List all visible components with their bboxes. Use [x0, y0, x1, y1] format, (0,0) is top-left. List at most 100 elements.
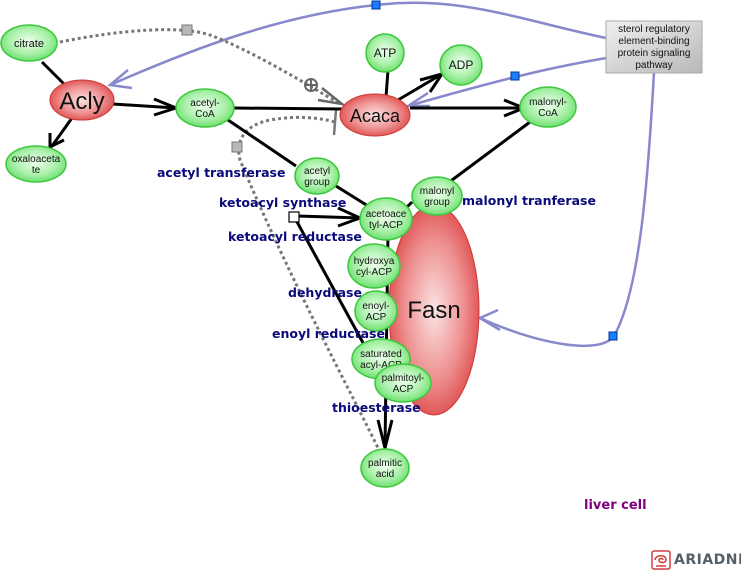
inhibition-bar [332, 109, 338, 136]
molecule-label: ATP [374, 46, 396, 60]
ariadne-logo: ARIADNE [651, 549, 741, 571]
molecule-label: cyl-ACP [356, 267, 392, 278]
molecule-shape [411, 176, 463, 216]
process-label-enoyl-reductase: enoyl reductase [272, 326, 385, 341]
process-label-thioesterase: thioesterase [332, 400, 421, 415]
pathway-box-line: pathway [635, 60, 672, 71]
edge-malonylcoa-malonylgroup[interactable] [443, 120, 531, 188]
pathway-box-line: element-binding [618, 36, 689, 47]
pathway-box-srebp[interactable]: sterol regulatory element-binding protei… [605, 20, 703, 74]
pathway-box-line: protein signaling [618, 48, 691, 59]
ariadne-logo-icon [651, 550, 671, 570]
molecule-label: malonyl- [529, 97, 567, 108]
regulation-edge-srebp-acaca[interactable] [407, 56, 607, 108]
molecule-palmitoyl-acp[interactable]: palmitoyl-ACP [374, 363, 432, 403]
molecule-label: malonyl [420, 186, 454, 197]
dotted-edges [59, 24, 385, 459]
arrowhead [48, 133, 65, 150]
molecule-adp[interactable]: ADP [439, 44, 483, 86]
edge-atp-acaca[interactable] [384, 69, 390, 98]
molecule-label: group [304, 177, 330, 188]
protein-acly[interactable] [49, 79, 115, 121]
molecule-shape [5, 145, 67, 183]
process-label-malonyl-tranferase: malonyl tranferase [462, 193, 596, 208]
pathway-box-line: sterol regulatory [618, 24, 690, 35]
molecule-label: hydroxya [354, 256, 395, 267]
molecule-label: palmitoyl- [382, 373, 425, 384]
control-point[interactable] [231, 141, 243, 153]
dotted-edge-palmitic-inhibition[interactable] [237, 115, 385, 459]
molecule-shape [359, 197, 413, 241]
molecule-label: acetyl- [190, 98, 219, 109]
molecule-label: acetoace [366, 209, 407, 220]
arrowhead-acaca [403, 91, 430, 108]
protein-acly-label: Acly [59, 88, 104, 115]
regulation-edges [107, 0, 656, 347]
molecule-shape [374, 363, 432, 403]
control-point[interactable] [510, 71, 520, 81]
molecule-shape [360, 448, 410, 488]
molecule-label: acetyl [304, 166, 330, 177]
molecule-label: ADP [449, 58, 474, 72]
molecule-shape [347, 243, 401, 289]
edge-acetylgroup-acetoacetyl[interactable] [335, 184, 369, 208]
molecule-shape [175, 88, 235, 128]
molecule-label: palmitic [368, 458, 402, 469]
edge-ketoacyl-synthase[interactable] [297, 214, 361, 220]
process-label-ketoacyl-reductase: ketoacyl reductase [228, 229, 362, 244]
control-point[interactable] [181, 24, 193, 36]
control-point[interactable] [608, 331, 618, 341]
molecule-shape [294, 157, 340, 195]
molecule-label: ACP [393, 384, 414, 395]
molecule-enoyl-acp[interactable]: enoyl-ACP [354, 290, 398, 332]
protein-acaca-label: Acaca [350, 106, 401, 126]
molecule-label: CoA [538, 108, 558, 119]
edge-acly-acetylcoa[interactable] [112, 102, 177, 110]
arrowhead [419, 71, 446, 93]
protein-acaca[interactable] [339, 93, 411, 137]
process-label-dehydrase: dehydrase [288, 285, 362, 300]
molecule-atp[interactable]: ATP [365, 33, 405, 73]
molecule-shape [439, 44, 483, 86]
edge-acly-oxaloacetate[interactable] [50, 117, 74, 147]
process-node[interactable] [288, 211, 300, 223]
molecule-malonyl-coa[interactable]: malonyl-CoA [519, 86, 577, 128]
edge-ketoacyl-reductase[interactable] [294, 219, 370, 353]
control-point[interactable] [371, 0, 381, 10]
positive-influence-icon [304, 78, 318, 92]
molecule-label: group [424, 197, 450, 208]
protein-fasn-label: Fasn [407, 297, 460, 324]
molecule-label: ACP [366, 312, 387, 323]
edge-acaca-adp[interactable] [397, 72, 443, 102]
molecule-shape [0, 24, 58, 62]
molecule-label: acyl-ACP [360, 360, 402, 371]
molecule-citrate[interactable]: citrate [0, 24, 58, 62]
ariadne-logo-text: ARIADNE [674, 552, 741, 568]
process-label-acetyl-transferase: acetyl transferase [157, 165, 285, 180]
edge-acetylcoa-acetylgroup[interactable] [227, 118, 297, 168]
molecule-label: CoA [195, 109, 215, 120]
molecule-shape [365, 33, 405, 73]
arrowhead-fasn [477, 308, 501, 332]
molecule-label: enoyl- [362, 301, 389, 312]
molecule-label: citrate [14, 38, 44, 50]
regulation-edge-srebp-fasn[interactable] [479, 71, 656, 347]
arrowhead-acly [107, 69, 133, 90]
molecule-shape [519, 86, 577, 128]
molecule-acetyl-coa[interactable]: acetyl-CoA [175, 88, 235, 128]
arrowhead-activation [317, 87, 347, 107]
molecule-label: oxaloaceta [12, 154, 61, 165]
dotted-edge-citrate-acaca[interactable] [59, 28, 341, 106]
edge-acetylcoa-acaca[interactable] [233, 106, 343, 111]
molecule-label: tyl-ACP [369, 220, 403, 231]
arrowhead [376, 419, 394, 449]
molecule-shape [354, 290, 398, 332]
molecule-label: acid [376, 469, 394, 480]
